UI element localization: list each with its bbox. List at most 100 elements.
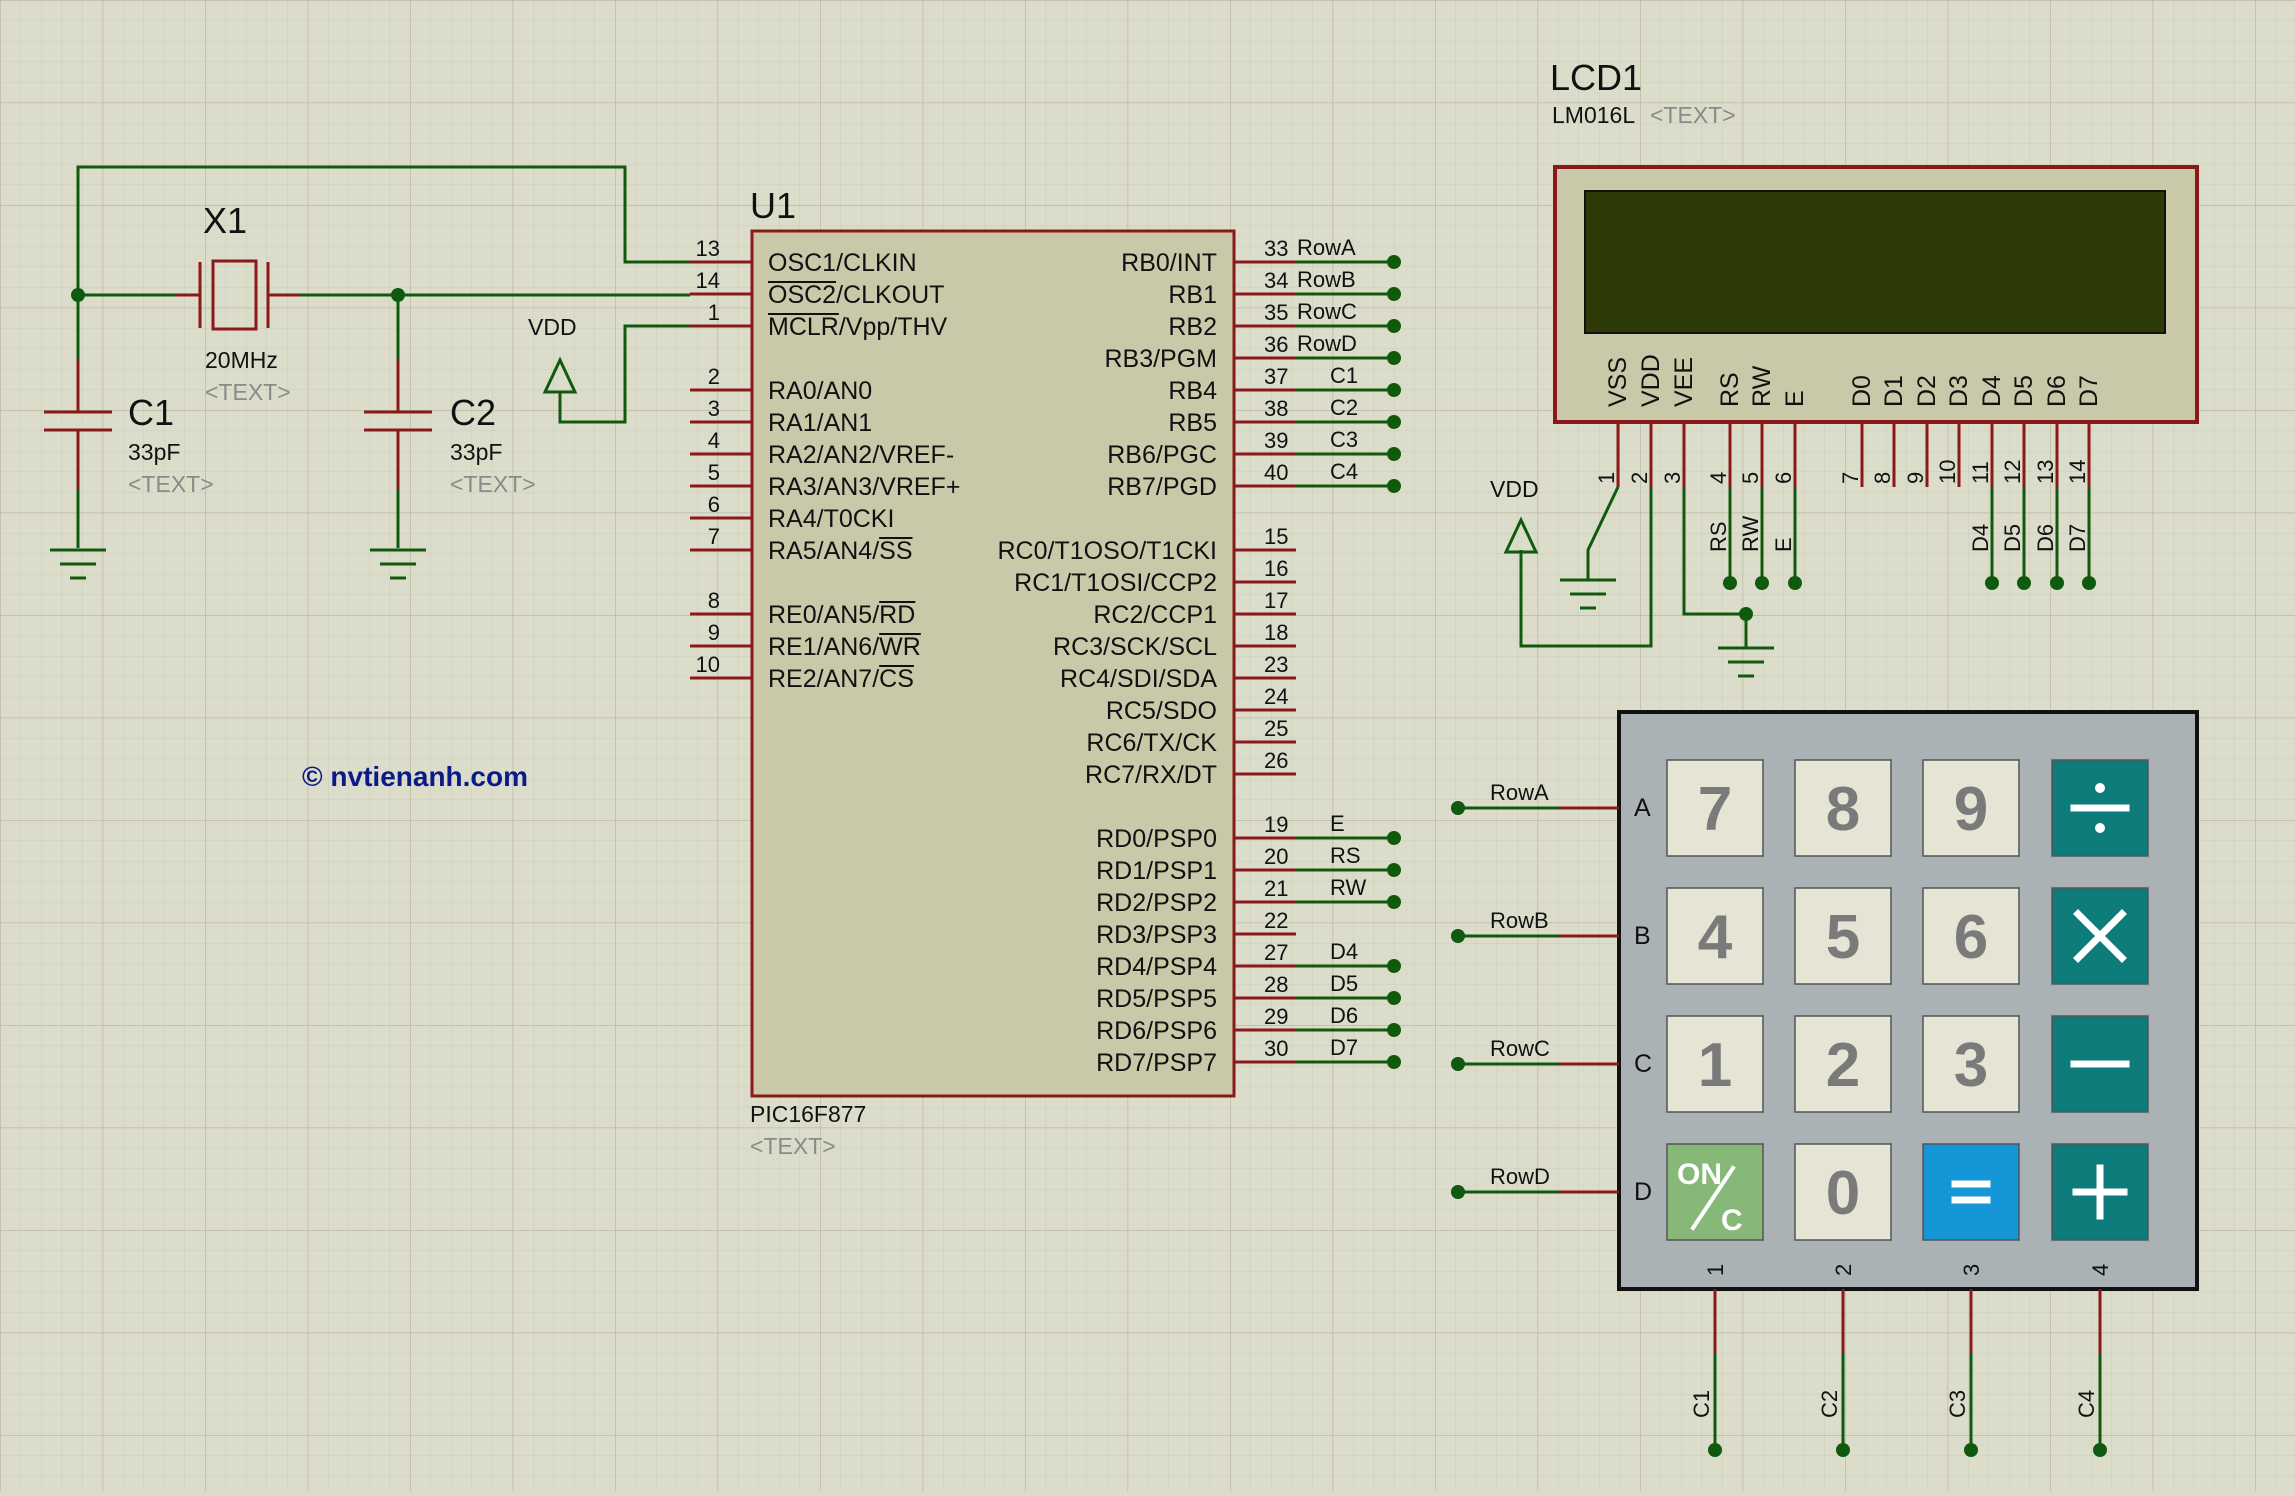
net-terminal[interactable]: [1387, 831, 1401, 845]
lcd-lm016l[interactable]: LCD1 LM016L <TEXT> VSS1VDD2VEE3RS4RSRW5R…: [1490, 57, 2199, 678]
key-−[interactable]: [2051, 1015, 2149, 1113]
lcd-pin-9[interactable]: D29: [1903, 375, 1941, 487]
net-terminal[interactable]: [1387, 895, 1401, 909]
net-terminal[interactable]: [1723, 576, 1737, 590]
key-4[interactable]: 4: [1666, 887, 1764, 985]
mcu-pic16f877[interactable]: U1 PIC16F877 <TEXT> 13OSC1/CLKIN14OSC2/C…: [690, 185, 1401, 1159]
net-terminal[interactable]: [1387, 447, 1401, 461]
net-terminal[interactable]: [2093, 1443, 2107, 1457]
crystal-x1[interactable]: X1 20MHz <TEXT>: [78, 200, 398, 405]
net-terminal[interactable]: [1708, 1443, 1722, 1457]
net-terminal[interactable]: [1387, 351, 1401, 365]
net-terminal[interactable]: [2050, 576, 2064, 590]
net-terminal[interactable]: [1387, 383, 1401, 397]
net-terminal[interactable]: [2082, 576, 2096, 590]
net-terminal[interactable]: [1387, 319, 1401, 333]
key-8[interactable]: 8: [1794, 759, 1892, 857]
key-2[interactable]: 2: [1794, 1015, 1892, 1113]
net-terminal[interactable]: [1788, 576, 1802, 590]
keypad-col-4[interactable]: 4C4: [2074, 1264, 2113, 1457]
net-terminal[interactable]: [1387, 255, 1401, 269]
key-3[interactable]: 3: [1922, 1015, 2020, 1113]
lcd-vdd-wire[interactable]: [1519, 487, 1653, 648]
key-6[interactable]: 6: [1922, 887, 2020, 985]
net-terminal[interactable]: [1451, 801, 1465, 815]
net-terminal[interactable]: [1387, 415, 1401, 429]
keypad-col-2[interactable]: 2C2: [1817, 1264, 1856, 1457]
net-terminal[interactable]: [2017, 576, 2031, 590]
net-terminal[interactable]: [1387, 1023, 1401, 1037]
key-7[interactable]: 7: [1666, 759, 1764, 857]
net-terminal[interactable]: [1387, 863, 1401, 877]
lcd-pin-8[interactable]: D18: [1870, 375, 1908, 487]
net-terminal[interactable]: [1387, 479, 1401, 493]
key-×[interactable]: [2051, 887, 2149, 985]
net-terminal[interactable]: [1387, 287, 1401, 301]
net-terminal[interactable]: [1451, 1057, 1465, 1071]
keypad-col-1[interactable]: 1C1: [1689, 1264, 1728, 1457]
keypad-col-3[interactable]: 3C3: [1945, 1264, 1984, 1457]
key-0[interactable]: 0: [1794, 1143, 1892, 1241]
key-5[interactable]: 5: [1794, 887, 1892, 985]
net-terminal[interactable]: [1451, 1185, 1465, 1199]
capacitor-c2[interactable]: C2 33pF <TEXT>: [364, 295, 536, 548]
vdd-mclr[interactable]: VDD: [528, 314, 690, 424]
net-terminal[interactable]: [1964, 1443, 1978, 1457]
capacitor-c1[interactable]: C1 33pF <TEXT>: [44, 295, 214, 548]
lcd-vee-wire[interactable]: [1682, 487, 1748, 648]
key-+[interactable]: [2051, 1143, 2149, 1241]
key-9[interactable]: 9: [1922, 759, 2020, 857]
wire-osc1[interactable]: [76, 165, 690, 295]
key-1[interactable]: 1: [1666, 1015, 1764, 1113]
lcd-pin-6[interactable]: E6E: [1771, 390, 1809, 590]
net-terminal[interactable]: [1387, 1055, 1401, 1069]
key-÷[interactable]: [2051, 759, 2149, 857]
key-=[interactable]: [1922, 1143, 2020, 1241]
key-ON/C[interactable]: ONC: [1666, 1143, 1764, 1241]
lcd-vss-wire[interactable]: [1586, 486, 1620, 580]
